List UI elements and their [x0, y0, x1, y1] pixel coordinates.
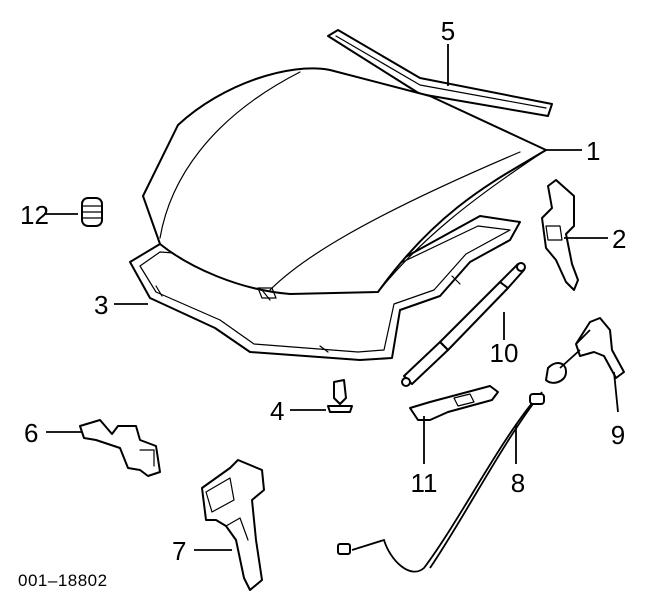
part-6-safety-catch	[79, 419, 161, 477]
part-8-release-cable	[337, 329, 591, 573]
leader-9	[613, 371, 619, 413]
callout-11: 11	[411, 468, 438, 498]
reference-code: 001–18802	[18, 571, 108, 590]
part-4-retainer-clip	[327, 379, 353, 413]
callout-9: 9	[611, 420, 625, 450]
callout-2: 2	[612, 224, 626, 254]
callout-5: 5	[441, 16, 455, 46]
leader-lines	[44, 44, 619, 551]
part-9-hood-latch	[575, 317, 625, 379]
part-1-hood-panel	[142, 67, 547, 299]
callout-4: 4	[270, 396, 284, 426]
part-10-lift-support	[401, 262, 526, 387]
part-7-latch-support	[201, 459, 265, 591]
callout-6: 6	[24, 418, 38, 448]
callout-7: 7	[172, 536, 186, 566]
callout-8: 8	[511, 468, 525, 498]
part-2-hood-hinge	[541, 179, 579, 291]
part-12-bumper-stop	[81, 197, 103, 227]
callout-3: 3	[94, 290, 108, 320]
callout-10: 10	[490, 338, 519, 368]
callout-1: 1	[586, 136, 600, 166]
part-11-strut-bracket	[409, 385, 499, 421]
callout-12: 12	[20, 200, 49, 230]
